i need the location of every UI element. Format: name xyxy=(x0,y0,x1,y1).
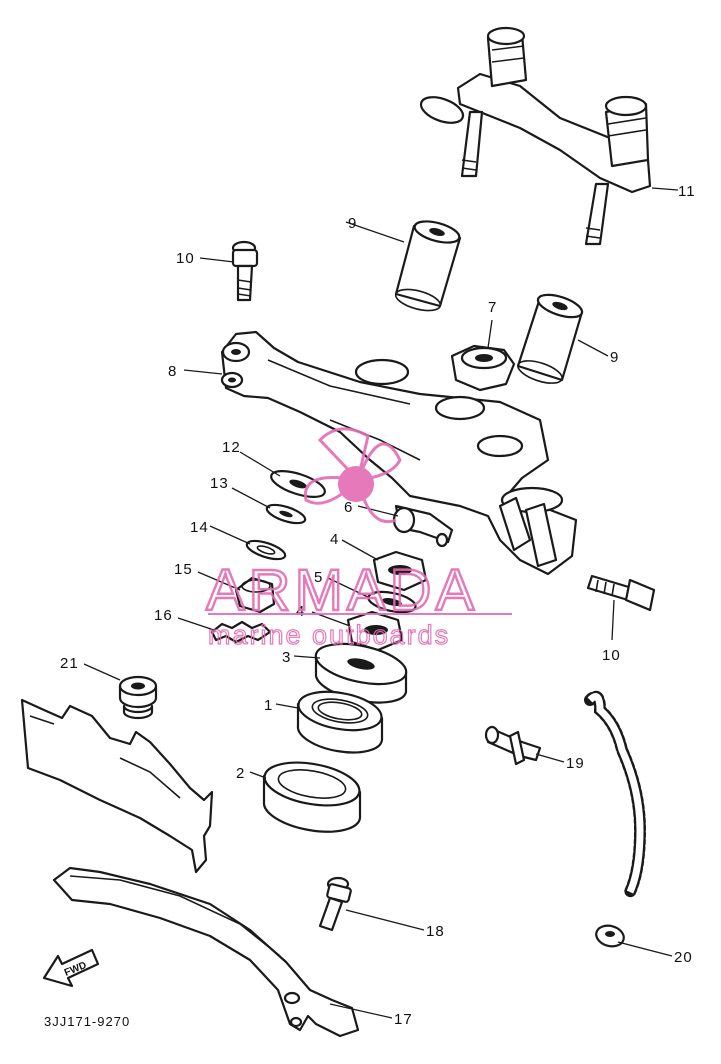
part-2-bearing-race xyxy=(262,761,362,833)
callout-11: 11 xyxy=(678,183,696,200)
part-1-bearing xyxy=(296,690,384,754)
callout-19: 19 xyxy=(566,755,585,772)
fwd-arrow-icon: FWD xyxy=(42,948,100,988)
part-13-washer xyxy=(265,503,307,525)
callout-20: 20 xyxy=(674,949,693,966)
callout-labels: 9 10 11 7 9 8 12 13 14 15 16 6 4 5 4 3 1… xyxy=(60,183,696,1028)
part-21-grommet xyxy=(118,675,158,720)
callout-9-lower: 9 xyxy=(610,349,619,366)
part-18-bolt xyxy=(318,876,352,932)
callout-1: 1 xyxy=(264,697,273,714)
callout-10-left: 10 xyxy=(176,250,195,267)
watermark-brand: ARMADA xyxy=(206,558,478,623)
part-9-damper-upper xyxy=(394,220,462,312)
part-10-bolt-right xyxy=(586,574,656,612)
part-11-handlebar-holder xyxy=(419,26,652,246)
callout-6: 6 xyxy=(344,499,353,516)
part-14-lock-washer xyxy=(245,539,287,561)
callout-10-right: 10 xyxy=(602,647,621,664)
part-9-damper-lower xyxy=(516,293,584,384)
part-19-fitting xyxy=(484,725,542,766)
callout-21: 21 xyxy=(60,655,79,672)
part-20-hose xyxy=(584,690,647,948)
callout-17: 17 xyxy=(394,1011,413,1028)
callout-16: 16 xyxy=(154,607,173,624)
part-4-ring-nut-lower xyxy=(346,610,404,652)
callout-13: 13 xyxy=(210,475,229,492)
part-4-ring-nut-upper xyxy=(372,550,428,592)
callout-3: 3 xyxy=(282,649,291,666)
watermark: ARMADA marine outboards xyxy=(205,427,512,651)
part-15-cap-nut xyxy=(234,576,276,614)
part-5-washer xyxy=(367,590,417,614)
callout-2: 2 xyxy=(236,765,245,782)
part-8-upper-bracket xyxy=(220,330,578,576)
callout-14: 14 xyxy=(190,519,209,536)
callout-18: 18 xyxy=(426,923,445,940)
part-12-washer xyxy=(270,470,326,498)
callout-8: 8 xyxy=(168,363,177,380)
watermark-tagline: marine outboards xyxy=(208,620,450,650)
callout-15: 15 xyxy=(174,561,193,578)
leader-lines xyxy=(83,187,679,1019)
callout-4-upper: 4 xyxy=(330,531,339,548)
callout-9-upper: 9 xyxy=(348,215,357,232)
part-16-tab-washer xyxy=(210,620,272,644)
part-10-bolt-left xyxy=(231,240,259,302)
callout-5: 5 xyxy=(314,569,323,586)
drawing-code: 3JJ171-9270 xyxy=(44,1014,130,1029)
callout-12: 12 xyxy=(222,439,241,456)
part-3-bearing-cover xyxy=(314,642,408,704)
watermark-logo-icon xyxy=(303,427,402,523)
callout-4-lower: 4 xyxy=(296,603,305,620)
part-7-stem-nut xyxy=(450,344,516,392)
cover-panel-left xyxy=(20,698,214,874)
part-17-brace xyxy=(52,866,360,1038)
callout-7: 7 xyxy=(488,299,497,316)
part-6-bolt xyxy=(392,504,454,548)
